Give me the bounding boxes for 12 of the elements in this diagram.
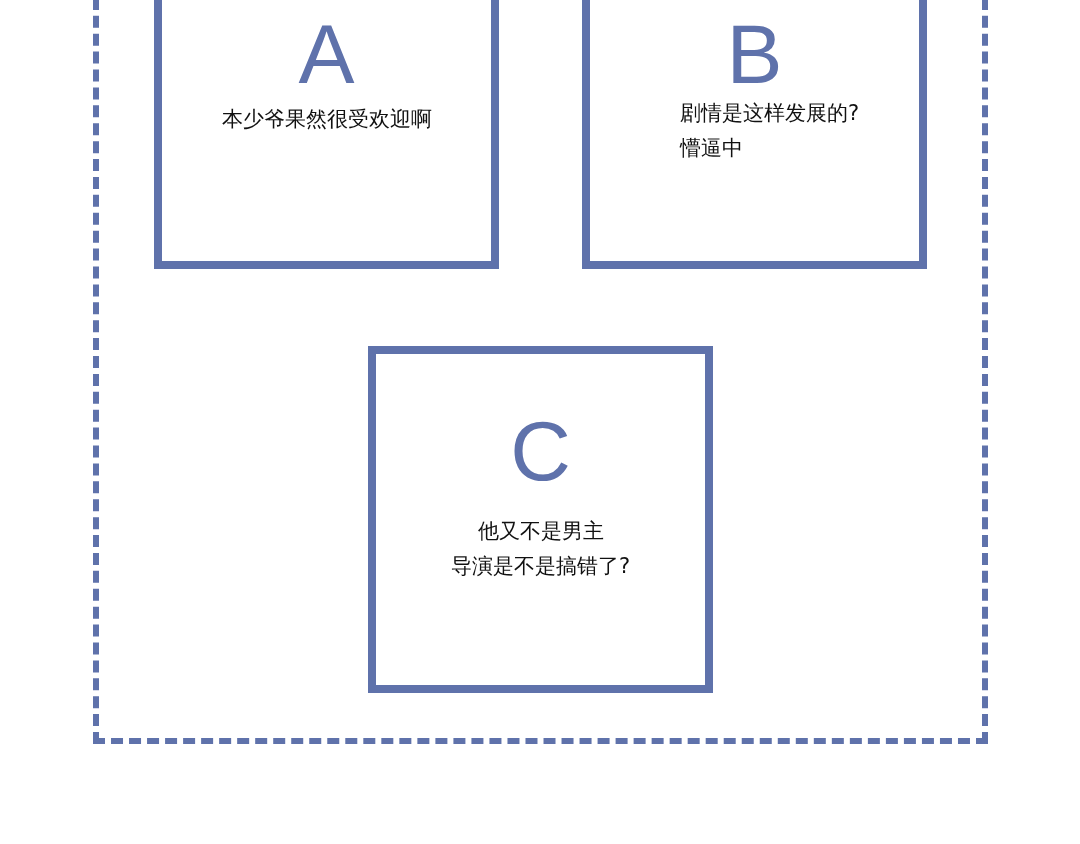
panel-text: 懵逼中 — [680, 135, 743, 161]
panel-text: 他又不是男主 — [476, 518, 605, 544]
panel-letter: B — [725, 9, 784, 99]
panel-text: 剧情是这样发展的? — [680, 100, 860, 126]
dashed-frame — [93, 0, 988, 744]
panel-text: 导演是不是搞错了? — [449, 553, 632, 579]
panel-letter: A — [297, 9, 356, 99]
panel-letter: C — [509, 406, 572, 496]
panel-text: 本少爷果然很受欢迎啊 — [220, 106, 433, 132]
panel-box — [368, 346, 713, 693]
panel-box — [582, 0, 927, 269]
panel-box — [154, 0, 499, 269]
